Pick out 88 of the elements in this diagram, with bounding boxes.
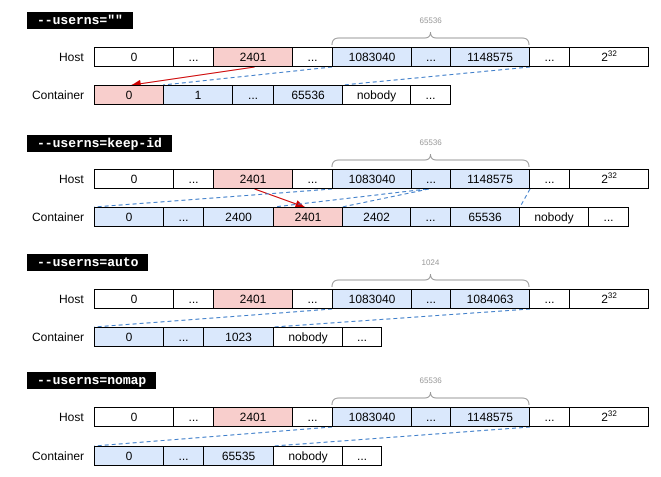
option-badge: --userns=nomap	[27, 372, 156, 389]
host-id-cell: 2401	[213, 407, 293, 427]
host-id-cell: 2401	[213, 169, 293, 189]
mapping-line	[342, 188, 430, 208]
container-id-cell: ...	[342, 327, 382, 347]
range-size-label: 65536	[420, 138, 442, 148]
row-label: Host	[59, 291, 84, 308]
option-badge: --userns=auto	[27, 254, 148, 271]
container-id-cell: 65536	[273, 85, 343, 105]
host-id-cell: 0	[94, 407, 174, 427]
container-id-cell: 1	[163, 85, 233, 105]
container-id-cell: ...	[410, 85, 451, 105]
host-id-cell: ...	[411, 407, 451, 427]
row-label: Container	[32, 87, 84, 104]
container-id-cell: ...	[410, 207, 451, 227]
container-id-cell: 2400	[203, 207, 274, 227]
range-size-label: 65536	[420, 16, 442, 26]
host-id-cell: ...	[173, 289, 214, 309]
mapping-line	[94, 188, 332, 208]
host-id-cell: ...	[529, 47, 570, 67]
host-id-cell: 1084063	[450, 289, 530, 309]
container-id-cell: nobody	[342, 85, 411, 105]
mapping-arrow	[131, 66, 256, 88]
host-id-cell: 2$^{32}$	[569, 407, 649, 427]
container-id-cell: 0	[94, 207, 164, 227]
container-id-cell: 0	[94, 85, 164, 105]
host-id-cell: ...	[411, 289, 451, 309]
host-id-cell: ...	[529, 169, 570, 189]
row-label: Container	[32, 448, 84, 465]
host-id-cell: ...	[529, 407, 570, 427]
container-id-cell: ...	[163, 327, 204, 347]
host-id-cell: ...	[292, 169, 333, 189]
host-id-cell: ...	[292, 407, 333, 427]
host-id-cell: 1148575	[450, 169, 530, 189]
container-id-cell: ...	[163, 207, 204, 227]
row-label: Container	[32, 209, 84, 226]
container-id-cell: 2402	[342, 207, 411, 227]
host-id-cell: ...	[173, 169, 214, 189]
range-size-label: 1024	[422, 258, 440, 268]
host-id-cell: 2401	[213, 47, 293, 67]
container-id-cell: 65535	[203, 446, 274, 466]
host-id-cell: ...	[292, 289, 333, 309]
mapping-line	[274, 426, 530, 446]
option-badge: --userns=keep-id	[27, 135, 172, 152]
host-id-cell: ...	[411, 169, 451, 189]
range-size-label: 65536	[420, 376, 442, 386]
container-id-cell: 1023	[203, 327, 274, 347]
container-id-cell: 2401	[273, 207, 343, 227]
mapping-line	[94, 426, 332, 446]
container-id-cell: nobody	[273, 446, 343, 466]
container-id-cell: 0	[94, 327, 164, 347]
row-label: Host	[59, 171, 84, 188]
host-id-cell: ...	[173, 407, 214, 427]
row-label: Container	[32, 329, 84, 346]
mapping-line	[94, 308, 332, 328]
host-id-cell: ...	[411, 47, 451, 67]
container-id-cell: ...	[232, 85, 274, 105]
host-id-cell: ...	[292, 47, 333, 67]
option-badge: --userns=""	[27, 12, 133, 29]
host-id-cell: 1148575	[450, 47, 530, 67]
row-label: Host	[59, 49, 84, 66]
container-id-cell: ...	[342, 446, 382, 466]
mapping-line	[520, 188, 530, 208]
host-id-cell: 2$^{32}$	[569, 169, 649, 189]
host-id-cell: ...	[173, 47, 214, 67]
host-id-cell: 1083040	[332, 169, 412, 189]
host-id-cell: 1148575	[450, 407, 530, 427]
container-id-cell: ...	[588, 207, 629, 227]
host-id-cell: ...	[529, 289, 570, 309]
host-id-cell: 1083040	[332, 289, 412, 309]
row-label: Host	[59, 409, 84, 426]
container-id-cell: nobody	[519, 207, 589, 227]
mapping-line	[162, 66, 332, 86]
host-id-cell: 2$^{32}$	[569, 47, 649, 67]
host-id-cell: 2$^{32}$	[569, 289, 649, 309]
host-id-cell: 1083040	[332, 407, 412, 427]
host-id-cell: 1083040	[332, 47, 412, 67]
host-id-cell: 2401	[213, 289, 293, 309]
host-id-cell: 0	[94, 47, 174, 67]
host-id-cell: 0	[94, 169, 174, 189]
container-id-cell: 0	[94, 446, 164, 466]
container-id-cell: nobody	[273, 327, 343, 347]
host-id-cell: 0	[94, 289, 174, 309]
container-id-cell: 65536	[450, 207, 520, 227]
mapping-line	[274, 308, 530, 328]
mapping-arrow	[254, 188, 305, 208]
container-id-cell: ...	[163, 446, 204, 466]
mapping-line	[342, 66, 530, 86]
